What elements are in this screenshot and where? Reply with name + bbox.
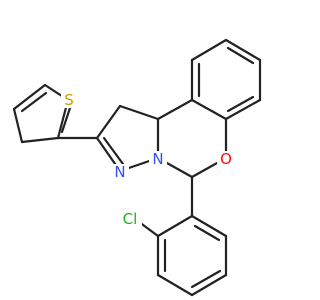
label-background [118, 210, 142, 228]
label-background [149, 151, 167, 167]
double-bond [193, 224, 221, 242]
bond [12, 83, 47, 111]
bond [190, 273, 228, 297]
atom-nitrogen: N [111, 163, 129, 181]
atom-sulfur: S [61, 91, 77, 109]
structure-diagram: O N N S Cl [12, 38, 262, 297]
atom-oxygen: O [217, 150, 235, 168]
double-bond [20, 91, 48, 113]
bond [224, 98, 262, 121]
double-bond [226, 46, 255, 65]
atom-nitrogen: N [149, 150, 167, 168]
bond [190, 38, 228, 62]
label-background [217, 151, 235, 167]
bond [118, 104, 160, 121]
nitrogen-label: N [152, 150, 163, 168]
thiophene-ring [12, 83, 99, 144]
atom-chlorine: Cl [118, 210, 142, 228]
bond [190, 98, 228, 121]
benzo-ring [190, 38, 262, 121]
double-bond [102, 136, 125, 166]
bond [224, 38, 262, 62]
double-bond [190, 269, 222, 289]
chlorophenyl-ring [133, 175, 228, 297]
bond [95, 104, 122, 140]
label-background [111, 164, 129, 180]
molecule-canvas: O N N S Cl [12, 38, 262, 297]
pyrazoline-ring [95, 104, 160, 173]
bond [190, 214, 228, 238]
chlorine-label: Cl [123, 210, 138, 228]
double-bond [60, 103, 73, 134]
bond [12, 107, 24, 144]
sulfur-label: S [64, 91, 74, 109]
nitrogen-label: N [114, 163, 125, 181]
bond [156, 214, 194, 238]
bond [156, 98, 194, 121]
oxygen-label: O [220, 150, 232, 168]
double-bond [226, 95, 255, 113]
bond [20, 136, 60, 144]
label-background [61, 92, 77, 108]
bond [156, 273, 194, 297]
oxazine-ring [156, 98, 228, 179]
